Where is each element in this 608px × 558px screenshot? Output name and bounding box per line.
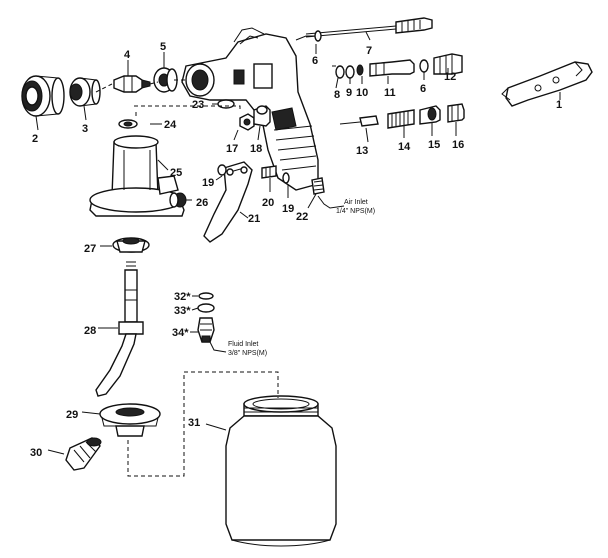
part-cup-lid-ring: [99, 403, 161, 437]
callout-4: 4: [124, 49, 131, 61]
callout-18: 18: [250, 143, 262, 155]
part-cup-cover: [89, 135, 185, 217]
part-wrench: [501, 61, 593, 107]
callout-13: 13: [356, 145, 368, 157]
callout-7: 7: [366, 45, 372, 57]
callout-12: 12: [444, 71, 456, 83]
callout-1: 1: [556, 99, 562, 111]
part-adjustment-valve: [339, 103, 465, 129]
callout-24: 24: [164, 119, 177, 131]
callout-21: 21: [248, 213, 260, 225]
callout-30: 30: [30, 447, 42, 459]
callout-6-upper: 6: [312, 55, 318, 67]
callout-14: 14: [398, 141, 411, 153]
callout-10: 10: [356, 87, 368, 99]
callout-27: 27: [84, 243, 96, 255]
part-fluid-inlet-fitting: [197, 292, 215, 343]
callout-20: 20: [262, 197, 274, 209]
part-trigger: [203, 161, 253, 243]
callout-15: 15: [428, 139, 440, 151]
part-gaskets: [118, 99, 235, 129]
callout-labels: 1 2 3 4 5 6 6 7 8 9 10 11 12 13 14 15 16…: [30, 41, 562, 459]
callout-33: 33*: [174, 305, 191, 317]
callout-26: 26: [196, 197, 208, 209]
air-inlet-size: 1/4" NPS(M): [336, 208, 375, 215]
callout-2: 2: [32, 133, 38, 145]
callout-8: 8: [334, 89, 340, 101]
leader-lines: [35, 31, 561, 455]
part-trigger-screws: [217, 164, 325, 195]
assembly-guide-lines: [95, 65, 345, 477]
callout-31: 31: [188, 417, 200, 429]
part-fluid-tube: [95, 261, 144, 397]
part-trigger-pins: [239, 105, 271, 131]
callout-32: 32*: [174, 291, 191, 303]
part-fluid-tip: [113, 75, 151, 93]
part-baffle: [153, 67, 178, 93]
part-cover-gasket: [112, 237, 150, 253]
fluid-inlet-size: 3/8" NPS(M): [228, 350, 267, 357]
callout-6-lower: 6: [420, 83, 426, 95]
fluid-inlet-label: Fluid Inlet: [228, 341, 258, 348]
callout-28: 28: [84, 325, 96, 337]
part-air-cap: [69, 77, 101, 107]
part-fluid-needle: [305, 17, 433, 42]
callout-19-left: 19: [202, 177, 214, 189]
callout-25: 25: [170, 167, 182, 179]
part-gun-body: [181, 27, 319, 191]
part-air-cap-ring: [21, 75, 65, 117]
callout-34: 34*: [172, 327, 189, 339]
callout-17: 17: [226, 143, 238, 155]
part-strainer: [65, 437, 102, 471]
callout-19-right: 19: [282, 203, 294, 215]
part-cover-knob: [169, 192, 187, 208]
callout-29: 29: [66, 409, 78, 421]
part-valve-assembly: [335, 53, 463, 79]
callout-22: 22: [296, 211, 308, 223]
callout-3: 3: [82, 123, 88, 135]
callout-9: 9: [346, 87, 352, 99]
callout-11: 11: [384, 87, 396, 99]
inlet-notes: Air Inlet 1/4" NPS(M) Fluid Inlet 3/8" N…: [228, 199, 375, 357]
callout-23: 23: [192, 99, 204, 111]
part-paint-cup: [225, 395, 337, 547]
callout-16: 16: [452, 139, 464, 151]
callout-5: 5: [160, 41, 166, 53]
air-inlet-label: Air Inlet: [344, 199, 368, 206]
